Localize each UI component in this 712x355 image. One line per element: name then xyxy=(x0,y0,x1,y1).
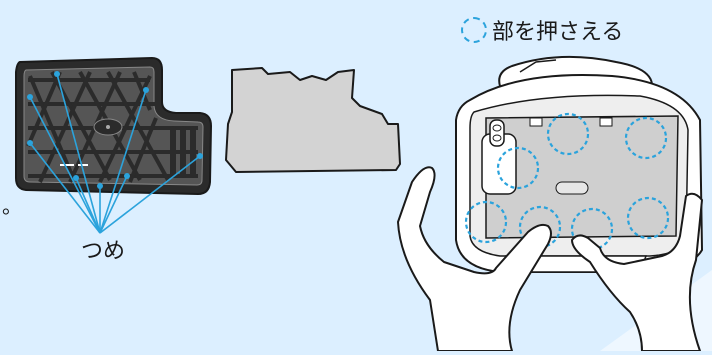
paper-filter xyxy=(226,68,400,172)
press-legend-label: 部を押さえる xyxy=(492,14,623,46)
sentence-end-mark: 。 xyxy=(2,190,22,219)
dashed-circle-icon xyxy=(461,17,487,43)
tabs-callout-label: つめ xyxy=(81,233,125,265)
